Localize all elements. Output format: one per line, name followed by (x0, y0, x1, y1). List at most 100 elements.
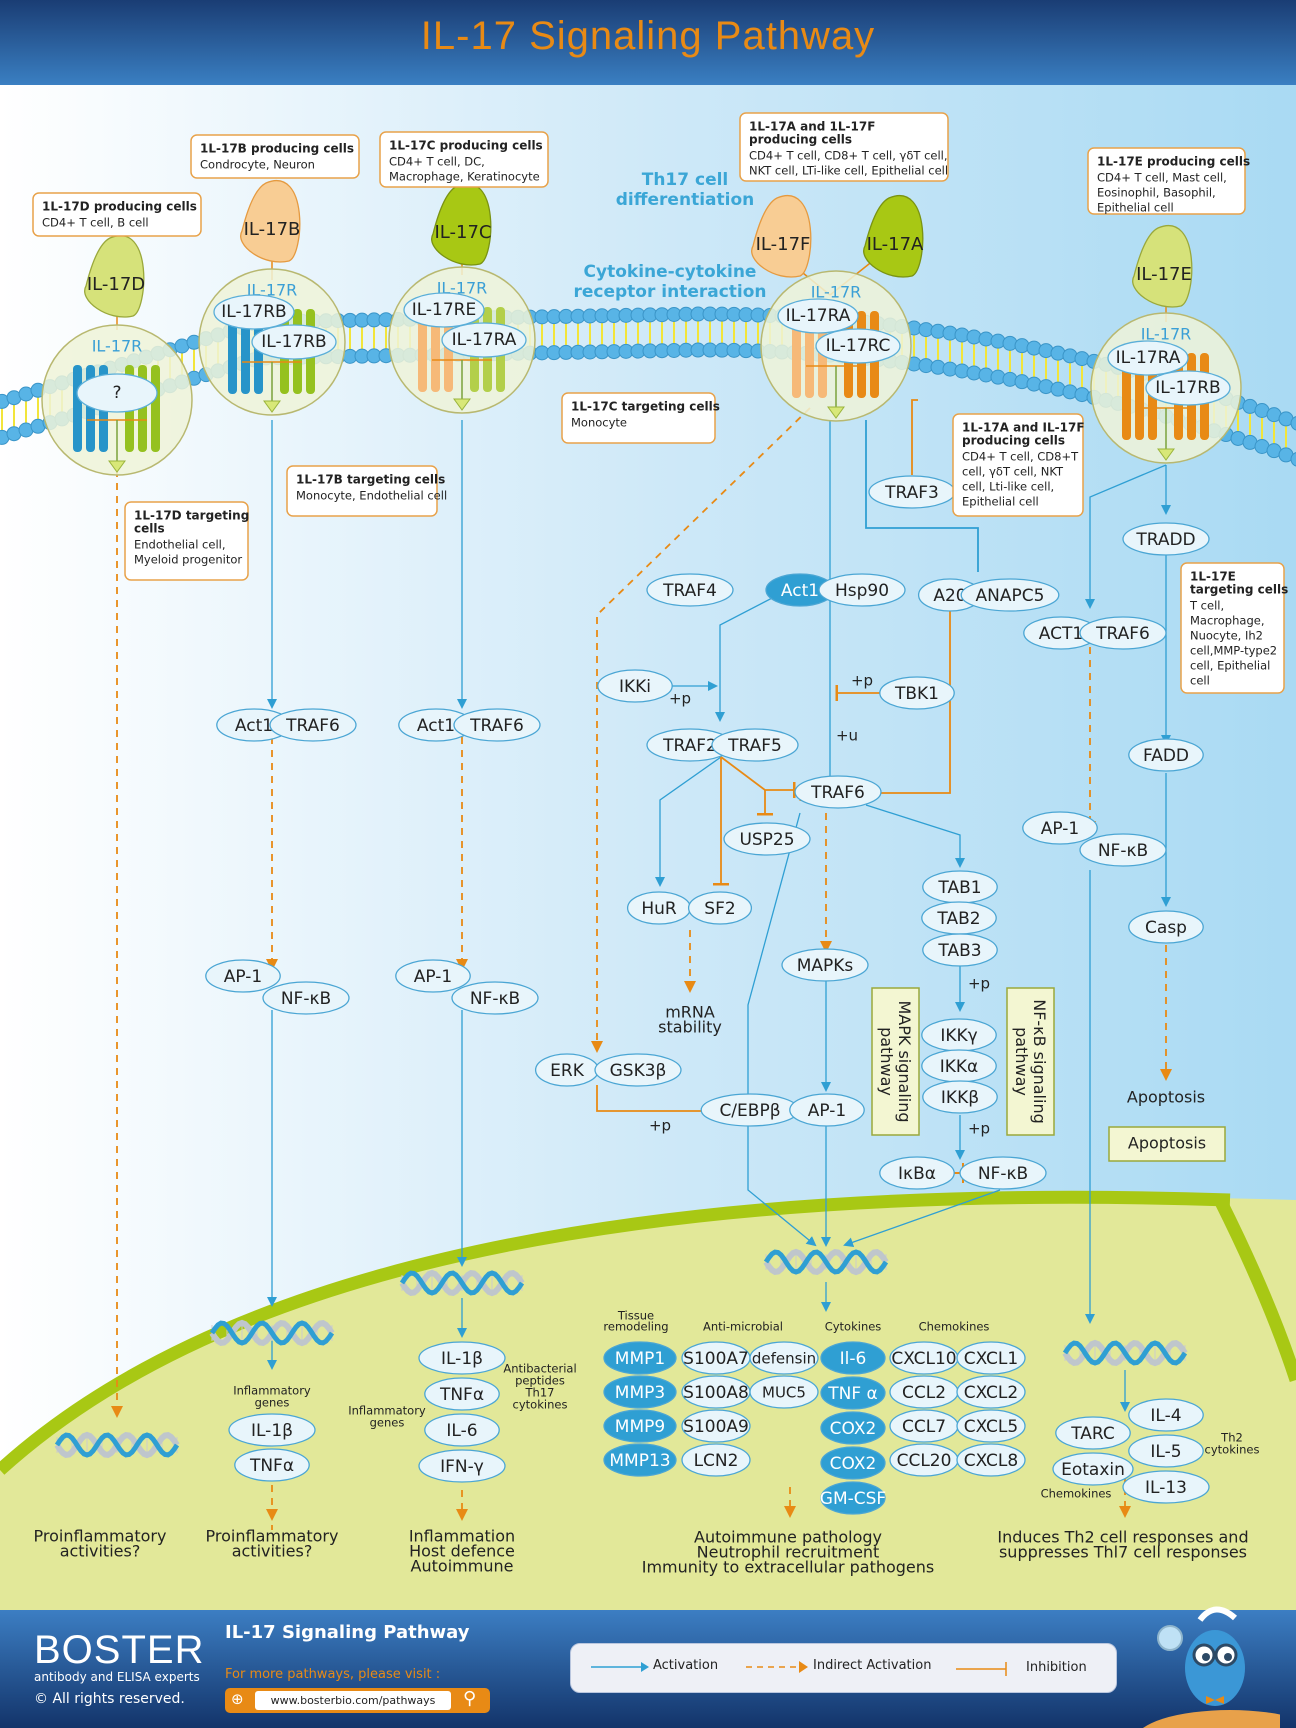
gene-anti-3[interactable]: LCN2 (681, 1443, 751, 1477)
gene-e-r-0[interactable]: IL-4 (1128, 1398, 1204, 1432)
gene-c-0[interactable]: IL-1β (418, 1341, 506, 1375)
gene-chemo-1[interactable]: CCL2 (889, 1375, 959, 1409)
gene-tissue-3[interactable]: MMP13 (603, 1443, 677, 1477)
node-traf3[interactable]: TRAF3 (868, 475, 956, 509)
node-e-ap1[interactable]: AP-1 (1022, 811, 1098, 845)
node-label: IKKα (940, 1057, 979, 1077)
node-tradd[interactable]: TRADD (1122, 522, 1210, 556)
info-box-frame (190, 134, 360, 179)
gene-e-tarc[interactable]: TARC (1055, 1416, 1131, 1450)
gene-tissue-1[interactable]: MMP3 (603, 1375, 677, 1409)
node-tab2[interactable]: TAB2 (921, 901, 997, 935)
gene-anti-r-1[interactable]: MUC5 (749, 1375, 819, 1409)
gene-b-il1b[interactable]: IL-1β (228, 1413, 316, 1447)
node-a20[interactable]: A20 (917, 578, 983, 612)
node-traf4[interactable]: TRAF4 (646, 573, 734, 607)
gene-cyto-2[interactable]: COX2 (820, 1411, 886, 1445)
url-bar[interactable]: ⊕ www.bosterbio.com/pathways ⚲ (225, 1688, 490, 1713)
node-c-nfkb[interactable]: NF-κB (451, 981, 539, 1015)
node-label: MUC5 (762, 1384, 806, 1402)
ligand-label: IL-17B (244, 219, 301, 240)
node-c-act1[interactable]: Act1 (398, 708, 474, 742)
gene-e-r-2[interactable]: IL-13 (1122, 1470, 1210, 1504)
gene-c-3[interactable]: IFN-γ (418, 1449, 506, 1483)
node-e-nfkb[interactable]: NF-κB (1079, 833, 1167, 867)
gene-chemo-0[interactable]: CXCL10 (889, 1341, 959, 1375)
node-tab1[interactable]: TAB1 (922, 870, 998, 904)
node-label: IL-6 (446, 1421, 477, 1441)
search-icon[interactable]: ⚲ (463, 1688, 477, 1709)
outcome-e: Induces Th2 cell responses and (997, 1528, 1248, 1547)
gene-chemo-r-3[interactable]: CXCL8 (956, 1443, 1026, 1477)
logo-tagline: antibody and ELISA experts (34, 1670, 200, 1684)
gene-anti-2[interactable]: S100A9 (681, 1409, 751, 1443)
gene-chemo-2[interactable]: CCL7 (889, 1409, 959, 1443)
node-erk[interactable]: ERK (534, 1053, 600, 1087)
info-box-line: NKT cell, LTi-like cell, Epithelial cell (749, 164, 948, 178)
gene-c-1[interactable]: TNFα (424, 1377, 500, 1411)
url-link[interactable]: www.bosterbio.com/pathways (255, 1691, 451, 1710)
gene-cyto-0[interactable]: Il-6 (820, 1341, 886, 1375)
gene-anti-0[interactable]: S100A7 (681, 1341, 751, 1375)
node-hur[interactable]: HuR (626, 891, 692, 925)
node-nfkb[interactable]: NF-κB (959, 1156, 1047, 1190)
node-traf5[interactable]: TRAF5 (711, 728, 799, 762)
node-anapc5[interactable]: ANAPC5 (960, 578, 1060, 612)
node-fadd[interactable]: FADD (1128, 738, 1204, 772)
node-ikkb[interactable]: IKKβ (922, 1080, 998, 1114)
node-traf6[interactable]: TRAF6 (794, 775, 882, 809)
node-c-ap1[interactable]: AP-1 (395, 959, 471, 993)
gene-chemo-r-0[interactable]: CXCL1 (956, 1341, 1026, 1375)
gene-tissue-2[interactable]: MMP9 (603, 1409, 677, 1443)
node-traf2[interactable]: TRAF2 (646, 728, 734, 762)
node-ap1[interactable]: AP-1 (789, 1093, 865, 1127)
node-act1[interactable]: Act1 (765, 573, 835, 607)
gene-c-2[interactable]: IL-6 (424, 1413, 500, 1447)
node-casp[interactable]: Casp (1128, 910, 1204, 944)
node-ikba[interactable]: IκBα (879, 1156, 955, 1190)
gene-cyto-4[interactable]: GM-CSF (820, 1481, 886, 1515)
node-ikki[interactable]: IKKi (597, 669, 673, 703)
node-b-ap1[interactable]: AP-1 (205, 959, 281, 993)
node-b-act1[interactable]: Act1 (216, 708, 292, 742)
node-label: TRAF6 (285, 716, 340, 736)
node-mapks[interactable]: MAPKs (781, 948, 869, 982)
boster-logo[interactable]: BOSTER (34, 1628, 205, 1672)
node-tab3[interactable]: TAB3 (922, 933, 998, 967)
node-gsk3b[interactable]: GSK3β (594, 1053, 682, 1087)
info-box-line: Myeloid progenitor (134, 553, 242, 567)
node-sf2[interactable]: SF2 (687, 891, 753, 925)
gene-e-eotaxin[interactable]: Eotaxin (1052, 1452, 1134, 1486)
genes-header: remodeling (603, 1320, 668, 1334)
gene-anti-1[interactable]: S100A8 (681, 1375, 751, 1409)
outcome-e: suppresses Thl7 cell responses (999, 1543, 1247, 1562)
node-c-traf6[interactable]: TRAF6 (453, 708, 541, 742)
node-shape (922, 1080, 998, 1114)
gene-e-r-1[interactable]: IL-5 (1128, 1434, 1204, 1468)
node-label: Hsp90 (835, 581, 889, 601)
node-tbk1[interactable]: TBK1 (879, 676, 955, 710)
gene-chemo-r-1[interactable]: CXCL2 (956, 1375, 1026, 1409)
node-b-nfkb[interactable]: NF-κB (262, 981, 350, 1015)
node-label: MMP13 (609, 1451, 670, 1471)
gene-cyto-1[interactable]: TNF α (820, 1376, 886, 1410)
gene-cyto-3[interactable]: COX2 (820, 1446, 886, 1480)
gene-chemo-3[interactable]: CCL20 (889, 1443, 959, 1477)
node-usp25[interactable]: USP25 (723, 822, 811, 856)
node-b-traf6[interactable]: TRAF6 (269, 708, 357, 742)
node-cebpb[interactable]: C/EBPβ (700, 1093, 800, 1127)
gene-anti-r-0[interactable]: defensin (749, 1341, 819, 1375)
node-ikka[interactable]: IKKα (921, 1049, 997, 1083)
gene-tissue-0[interactable]: MMP1 (603, 1341, 677, 1375)
node-shape (1052, 1452, 1134, 1486)
gene-b-tnfa[interactable]: TNFα (234, 1448, 310, 1482)
gene-chemo-r-2[interactable]: CXCL5 (956, 1409, 1026, 1443)
node-e-act1[interactable]: ACT1 (1023, 616, 1099, 650)
node-ikkg[interactable]: IKKγ (921, 1018, 997, 1052)
node-e-traf6[interactable]: TRAF6 (1079, 616, 1167, 650)
node-label: IL-5 (1150, 1442, 1181, 1462)
node-hsp90[interactable]: Hsp90 (818, 573, 906, 607)
apoptosis-box[interactable]: Apoptosis (1108, 1126, 1226, 1162)
